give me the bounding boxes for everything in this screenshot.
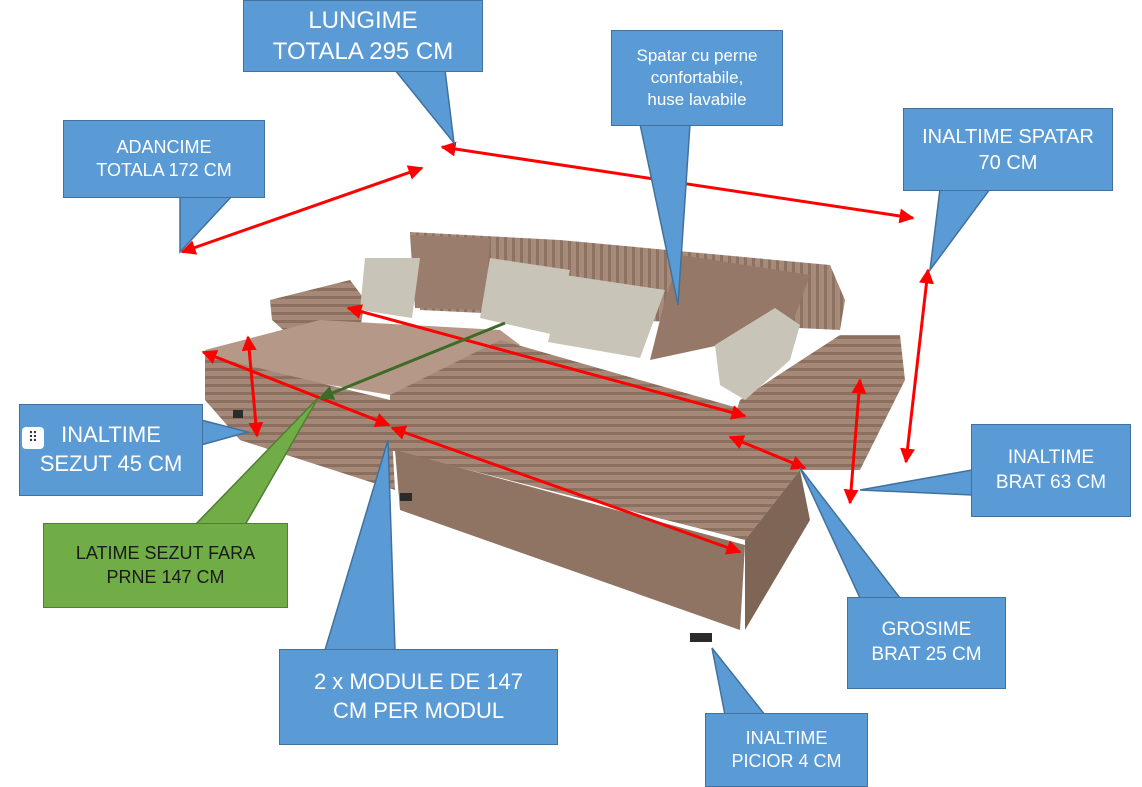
callout-modules: 2 x MODULE DE 147 CM PER MODUL (279, 649, 558, 745)
arrow-arm-height (843, 378, 867, 505)
callout-total-depth: ADANCIME TOTALA 172 CM (63, 120, 265, 198)
pillow-light (360, 258, 420, 318)
sofa-right-side (745, 470, 810, 630)
sofa-foot (400, 493, 412, 501)
callout-seat-width: LATIME SEZUT FARA PRNE 147 CM (43, 523, 288, 608)
arrow-right-module (390, 425, 742, 555)
pillow-light (548, 275, 665, 358)
pointer-inaltime-picior (711, 647, 767, 716)
callout-text: INALTIME SPATAR (922, 125, 1094, 148)
callout-text: PRNE 147 CM (106, 566, 225, 587)
arrow-depth (180, 165, 424, 255)
arrow-arm-thickness (728, 435, 807, 470)
callout-text: PICIOR 4 CM (731, 751, 842, 771)
callout-text: SEZUT 45 CM (39, 451, 183, 476)
drag-dots-icon[interactable]: ⠿ (22, 427, 44, 449)
pointer-inaltime-brat (859, 469, 973, 496)
callout-text: TOTALA 295 CM (272, 38, 454, 65)
callout-text: INALTIME (61, 422, 161, 448)
callout-text: BRAT 63 CM (995, 471, 1107, 493)
pointer-inaltime-spatar (928, 188, 992, 273)
callout-pointers (179, 69, 992, 716)
callout-text: huse lavabile (647, 90, 747, 110)
sofa-foot (233, 410, 243, 418)
callout-armrest-thickness: GROSIME BRAT 25 CM (847, 597, 1006, 689)
callout-text: LUNGIME (308, 6, 418, 34)
callout-text: GROSIME (881, 619, 972, 641)
callout-text: LATIME SEZUT FARA (75, 543, 256, 564)
callout-text: Spatar cu perne (636, 45, 758, 65)
callout-text: TOTALA 172 CM (96, 160, 232, 180)
arrow-seat-width (318, 321, 506, 400)
sofa (205, 232, 905, 642)
pillow-striped (410, 235, 490, 310)
callout-text: confortabile, (650, 67, 744, 87)
callout-text: CM PER MODUL (332, 698, 505, 723)
callout-text: INALTIME (745, 727, 828, 748)
callout-total-length: LUNGIME TOTALA 295 CM (243, 0, 483, 72)
sofa-foot (690, 633, 712, 642)
callout-text: INALTIME (1007, 446, 1095, 468)
callout-armrest-height: INALTIME BRAT 63 CM (971, 424, 1131, 517)
callout-text: ADANCIME (116, 136, 212, 157)
arrow-back-height (900, 268, 934, 464)
callout-text: 70 CM (978, 151, 1038, 174)
callout-text: 2 x MODULE DE 147 (313, 669, 524, 695)
arrow-seat-back (346, 304, 747, 420)
callout-backrest-pillows: Spatar cu perne confortabile, huse lavab… (611, 30, 783, 126)
callout-leg-height: INALTIME PICIOR 4 CM (705, 713, 868, 787)
pointer-lungime (393, 69, 456, 146)
callout-seat-height: INALTIME SEZUT 45 CM (19, 404, 203, 496)
callout-text: BRAT 25 CM (871, 644, 982, 665)
callout-backrest-height: INALTIME SPATAR 70 CM (903, 108, 1113, 191)
